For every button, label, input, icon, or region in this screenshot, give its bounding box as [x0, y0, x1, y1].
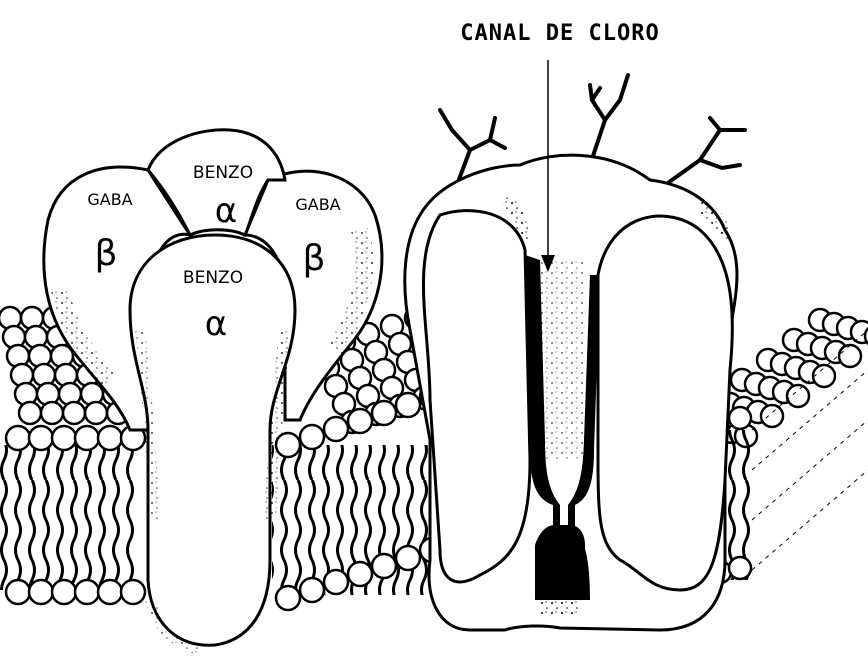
lipid-head	[348, 409, 372, 433]
lipid-head	[396, 546, 420, 570]
lipid-head	[839, 345, 861, 367]
lipid-head	[52, 426, 76, 450]
lipid-head	[348, 562, 372, 586]
pore-bottom-plug	[535, 525, 585, 600]
lipid-head	[75, 580, 99, 604]
lipid-head	[85, 402, 107, 424]
lipid-head	[98, 580, 122, 604]
lipid-head	[324, 417, 348, 441]
gaba-left-label: GABA	[87, 190, 132, 209]
left-membrane-tails	[0, 445, 140, 590]
pore-stipple	[540, 260, 585, 460]
lipid-head	[276, 586, 300, 610]
pore-inner-lobe-right	[598, 216, 732, 590]
lipid-head	[729, 407, 751, 429]
lipid-head	[63, 402, 85, 424]
lipid-head	[300, 425, 324, 449]
lipid-head	[75, 426, 99, 450]
pore-inner-lobe-left	[423, 211, 530, 582]
lipid-head	[52, 580, 76, 604]
beta-right-symbol: β	[303, 238, 326, 279]
glycan-branch-right	[665, 118, 745, 185]
benzo-front-label: BENZO	[183, 268, 243, 288]
lipid-head	[98, 426, 122, 450]
channel-cross-section: CANAL DE CLORO	[405, 21, 745, 630]
gaba-right-label: GABA	[295, 195, 340, 214]
lipid-head	[324, 570, 348, 594]
glycan-branch-middle	[590, 75, 628, 165]
pore-exit	[540, 600, 580, 615]
lipid-head	[6, 580, 30, 604]
lipid-head	[813, 365, 835, 387]
lipid-head	[19, 402, 41, 424]
lipid-head	[41, 402, 63, 424]
lipid-head	[121, 580, 145, 604]
chloride-channel-title: CANAL DE CLORO	[460, 21, 659, 46]
lipid-head	[6, 426, 30, 450]
lipid-head	[396, 393, 420, 417]
lipid-head	[761, 405, 783, 427]
lipid-head	[372, 554, 396, 578]
lipid-head	[729, 557, 751, 579]
benzo-top-label: BENZO	[193, 163, 253, 183]
lipid-head	[787, 385, 809, 407]
beta-left-symbol: β	[95, 233, 118, 274]
lipid-head	[372, 401, 396, 425]
lipid-head	[300, 578, 324, 602]
alpha-front-symbol: α	[205, 304, 227, 344]
lipid-head	[29, 580, 53, 604]
alpha-top-symbol: α	[215, 191, 237, 231]
lipid-head	[29, 426, 53, 450]
